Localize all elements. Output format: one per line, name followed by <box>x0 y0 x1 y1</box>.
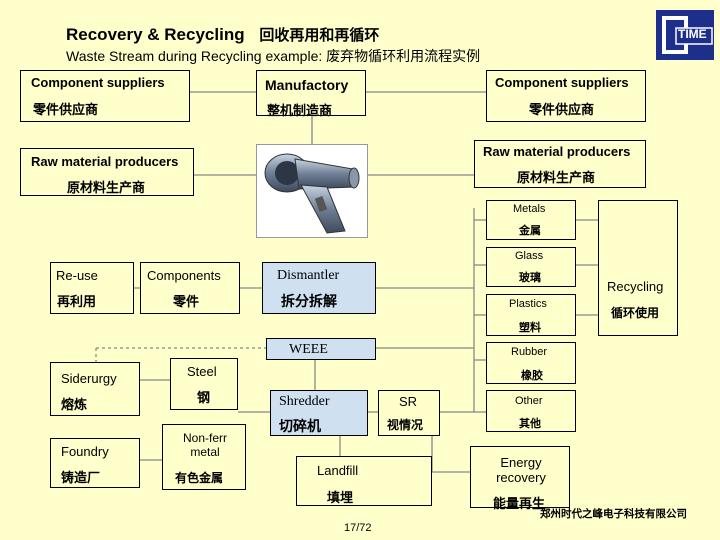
recycling-en: Recycling <box>607 279 664 294</box>
logo-text: TIME <box>678 27 707 41</box>
sr-cn: 视情况 <box>387 418 424 432</box>
company-name: 郑州时代之峰电子科技有限公司 <box>540 508 687 520</box>
components-en: Components <box>147 268 221 283</box>
material-rubber: Rubber 橡胶 <box>486 342 576 384</box>
weee-en: WEEE <box>289 342 328 357</box>
raw-material-left-en: Raw material producers <box>31 154 179 169</box>
shredder-cn: 切碎机 <box>279 419 321 435</box>
reuse-box: Re-use 再利用 <box>50 262 134 314</box>
other-cn: 其他 <box>519 417 541 430</box>
other-en: Other <box>515 395 543 407</box>
component-suppliers-left: Component suppliers 零件供应商 <box>20 70 190 122</box>
material-plastics: Plastics 塑料 <box>486 294 576 336</box>
foundry-en: Foundry <box>61 444 109 459</box>
component-suppliers-right-cn: 零件供应商 <box>529 103 595 118</box>
glass-cn: 玻璃 <box>519 271 541 284</box>
page-subtitle: Waste Stream during Recycling example: 废… <box>66 48 481 64</box>
steel-cn: 钢 <box>197 391 211 406</box>
manufactory-en: Manufactory <box>265 77 349 93</box>
component-suppliers-left-cn: 零件供应商 <box>33 103 99 118</box>
page-number: 17/72 <box>344 522 372 534</box>
material-other: Other 其他 <box>486 390 576 432</box>
manufactory-box: Manufactory 整机制造商 <box>256 70 366 119</box>
nonferr-box: Non-ferr metal 有色金属 <box>162 424 246 490</box>
siderurgy-en: Siderurgy <box>61 371 117 386</box>
dismantler-en: Dismantler <box>277 268 340 283</box>
weee-box: WEEE <box>266 338 376 360</box>
energy-recovery-en: Energy recovery <box>496 455 546 485</box>
siderurgy-cn: 熔炼 <box>61 398 88 413</box>
hair-dryer-image <box>256 144 368 238</box>
manufactory-cn: 整机制造商 <box>267 104 333 119</box>
foundry-cn: 铸造厂 <box>61 471 101 486</box>
component-suppliers-left-en: Component suppliers <box>31 75 165 90</box>
raw-material-right: Raw material producers 原材料生产商 <box>474 140 646 188</box>
title-en: Recovery & Recycling <box>66 25 245 44</box>
page-title: Recovery & Recycling 回收再用和再循环 <box>66 24 379 45</box>
rubber-en: Rubber <box>511 346 548 358</box>
reuse-en: Re-use <box>56 268 98 283</box>
recycling-cn: 循环使用 <box>611 306 660 320</box>
material-glass: Glass 玻璃 <box>486 247 576 287</box>
rubber-cn: 橡胶 <box>521 369 543 382</box>
nonferr-cn: 有色金属 <box>175 471 224 485</box>
shredder-box: Shredder 切碎机 <box>270 390 368 436</box>
metals-cn: 金属 <box>519 224 541 237</box>
energy-recovery-box: Energy recovery 能量再生 <box>470 446 570 512</box>
plastics-en: Plastics <box>509 298 547 310</box>
logo-graphic <box>656 10 714 60</box>
title-cn: 回收再用和再循环 <box>259 26 380 44</box>
raw-material-left-cn: 原材料生产商 <box>67 181 146 196</box>
raw-material-right-en: Raw material producers <box>483 144 631 159</box>
nonferr-en: Non-ferr metal <box>182 431 227 459</box>
recycling-box: Recycling 循环使用 <box>598 200 678 336</box>
steel-box: Steel 钢 <box>170 358 238 410</box>
dismantler-box: Dismantler 拆分拆解 <box>262 262 376 314</box>
material-metals: Metals 金属 <box>486 200 576 240</box>
steel-en: Steel <box>187 364 217 379</box>
landfill-en: Landfill <box>317 463 359 478</box>
component-suppliers-right-en: Component suppliers <box>495 75 629 90</box>
energy-recovery-cn: 能量再生 <box>493 497 546 512</box>
component-suppliers-right: Component suppliers 零件供应商 <box>486 70 646 122</box>
plastics-cn: 塑料 <box>519 321 541 334</box>
foundry-box: Foundry 铸造厂 <box>50 438 140 488</box>
landfill-cn: 填埋 <box>327 491 354 506</box>
sr-box: SR 视情况 <box>378 390 440 436</box>
landfill-box: Landfill 填埋 <box>296 456 432 506</box>
shredder-en: Shredder <box>279 394 330 409</box>
sr-en: SR <box>399 394 418 409</box>
components-box: Components 零件 <box>140 262 240 314</box>
raw-material-right-cn: 原材料生产商 <box>517 171 596 186</box>
hair-dryer-graphic <box>264 153 360 234</box>
time-logo: TIME <box>654 8 716 62</box>
raw-material-left: Raw material producers 原材料生产商 <box>20 148 194 196</box>
metals-en: Metals <box>513 203 546 215</box>
components-cn: 零件 <box>173 295 200 310</box>
glass-en: Glass <box>515 250 544 262</box>
siderurgy-box: Siderurgy 熔炼 <box>50 362 140 416</box>
dismantler-cn: 拆分拆解 <box>281 294 337 310</box>
reuse-cn: 再利用 <box>57 295 97 310</box>
